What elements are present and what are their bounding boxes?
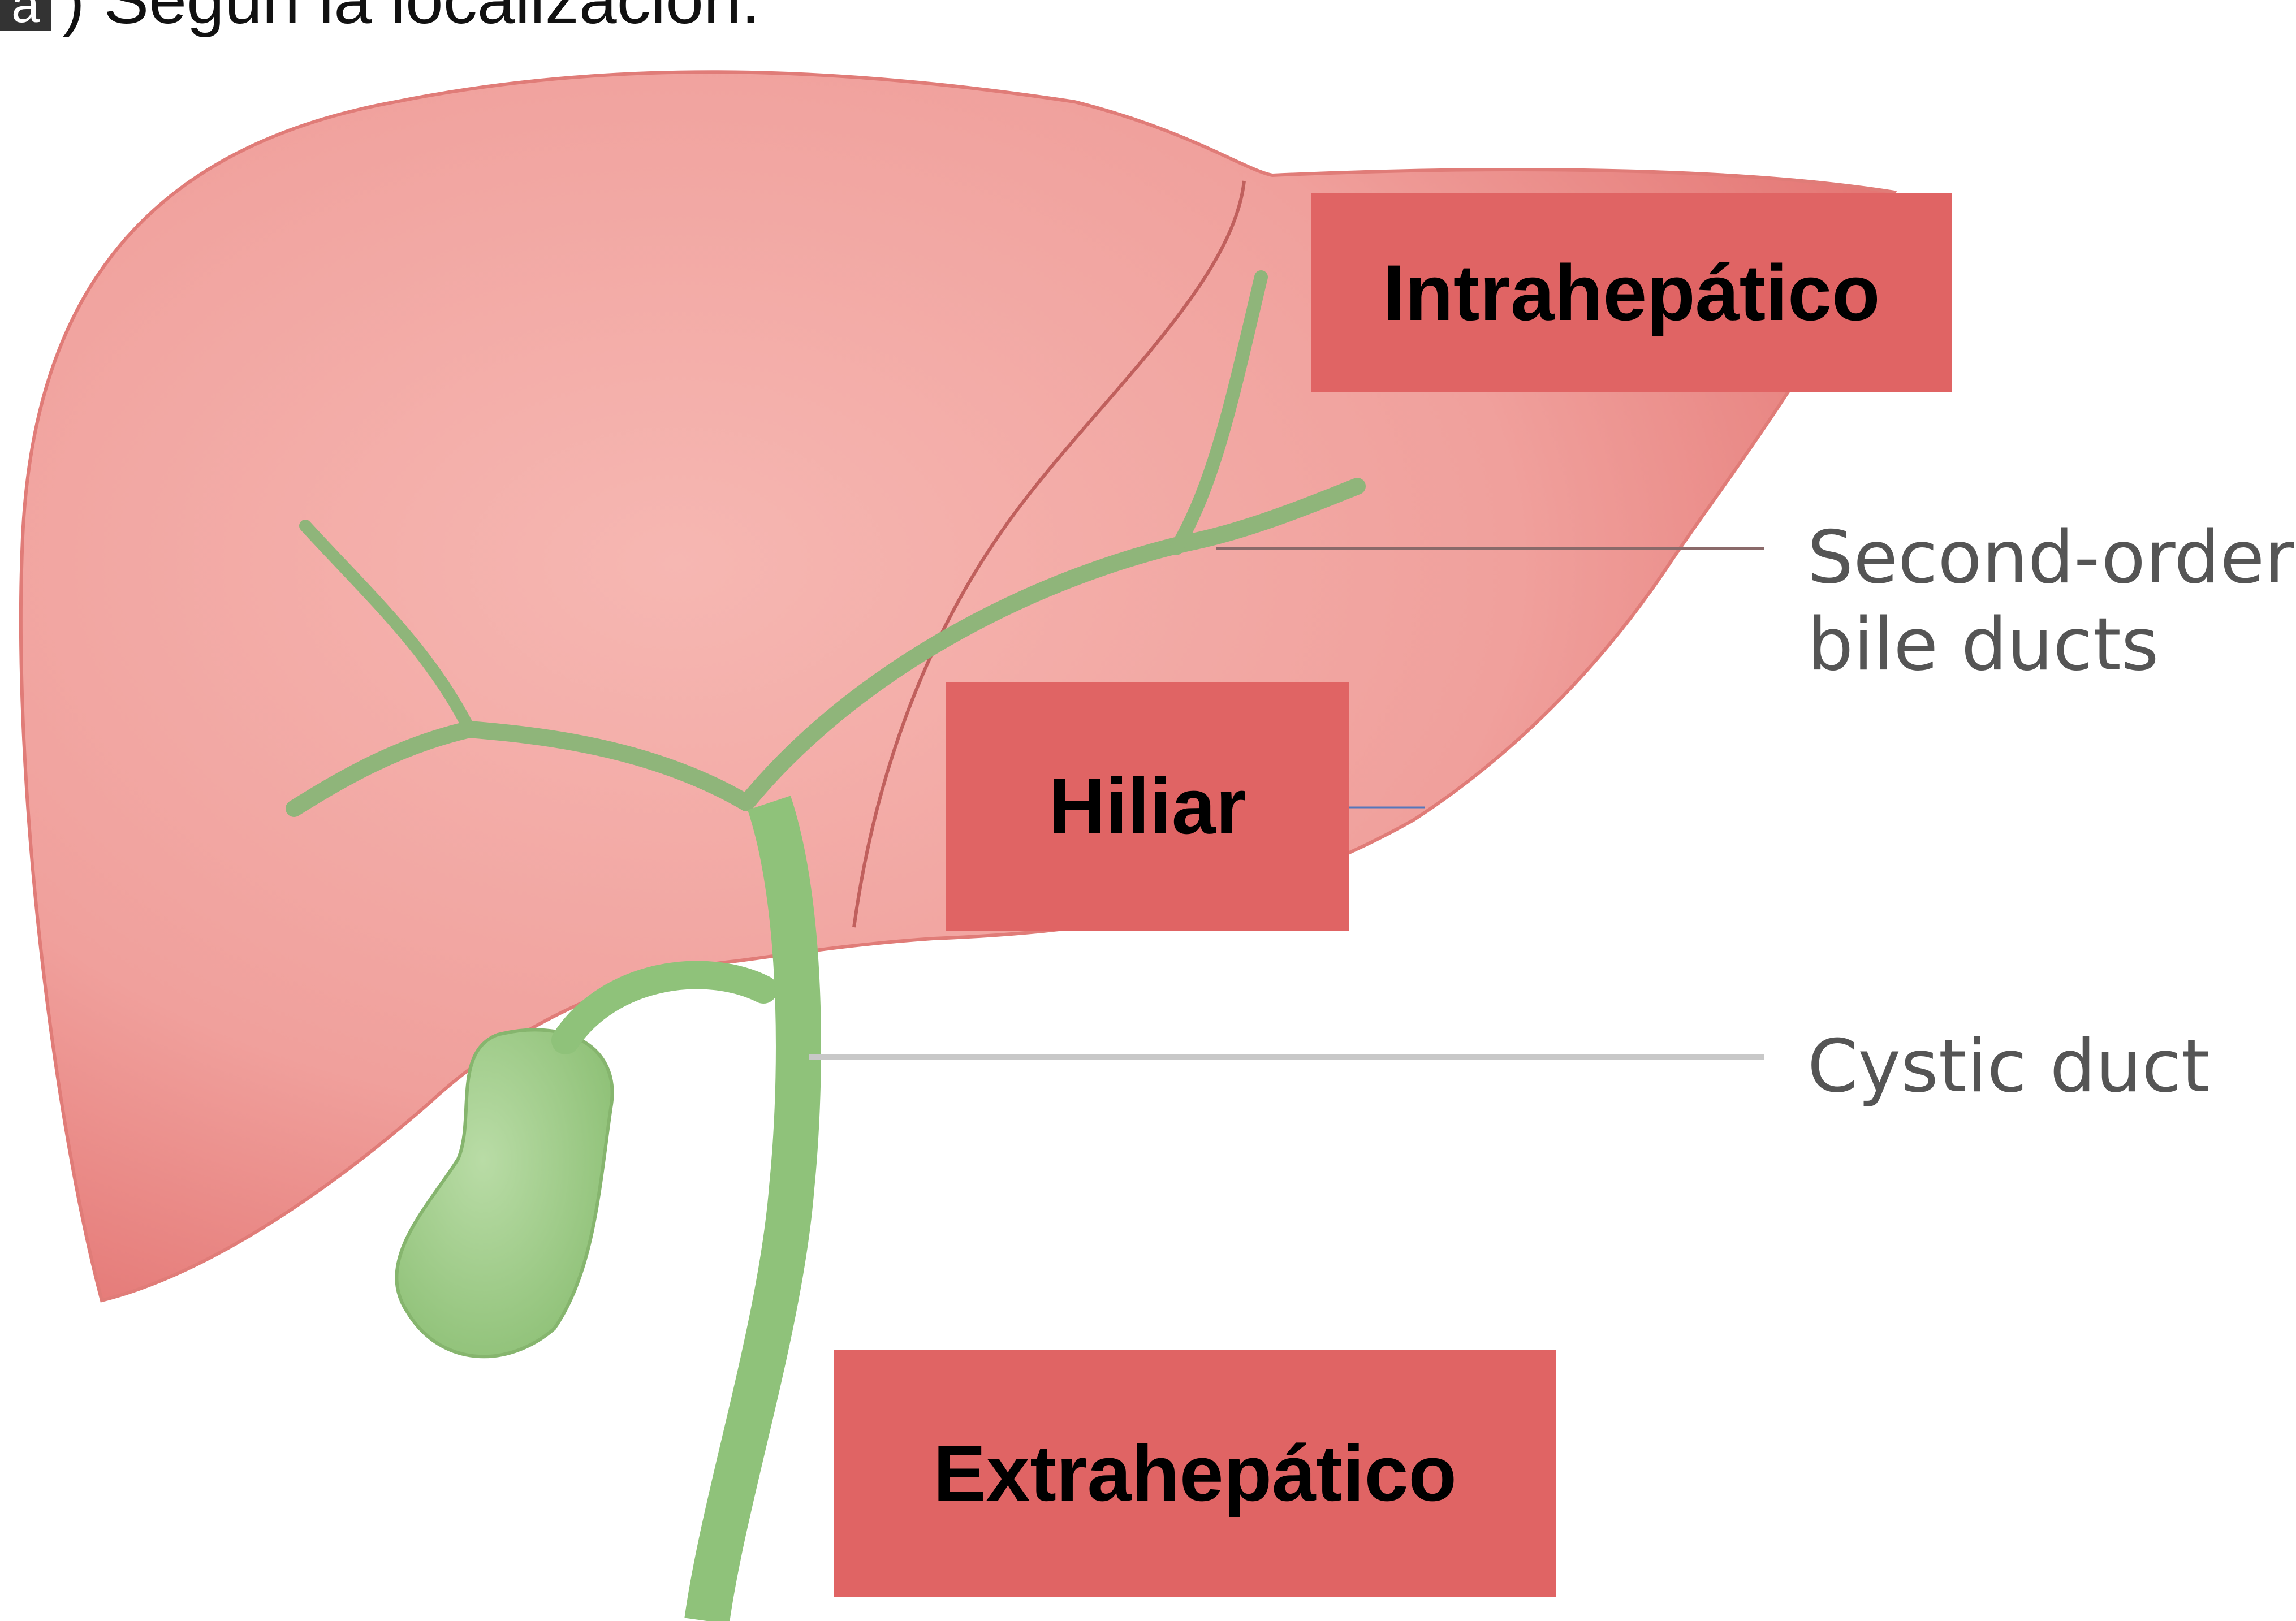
extrahepatic-label: Extrahepático (834, 1350, 1556, 1597)
cystic-duct-callout: Cystic duct (1807, 1023, 2210, 1110)
second-order-callout-line2: bile ducts (1807, 602, 2294, 689)
intrahepatic-label-text: Intrahepático (1383, 247, 1880, 339)
cystic-duct-callout-text: Cystic duct (1807, 1023, 2210, 1110)
second-order-callout: Second-order bile ducts (1807, 515, 2294, 688)
extrahepatic-label-text: Extrahepático (933, 1428, 1457, 1519)
hilar-label: Hiliar (946, 682, 1349, 931)
intrahepatic-label: Intrahepático (1311, 193, 1952, 392)
second-order-callout-line1: Second-order (1807, 515, 2294, 602)
hilar-label-text: Hiliar (1048, 760, 1246, 852)
